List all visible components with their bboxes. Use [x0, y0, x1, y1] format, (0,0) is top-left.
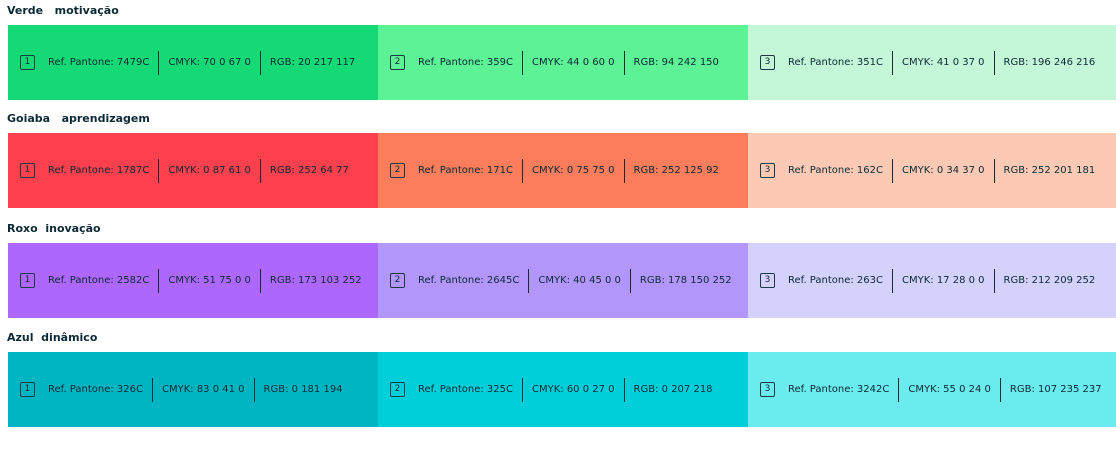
color-swatch: 2 Ref. Pantone: 325C CMYK: 60 0 27 0 RGB: 0…: [378, 352, 748, 427]
pantone-ref: Ref. Pantone: 1787C: [48, 165, 150, 176]
rgb-value: RGB: 212 209 252: [1003, 275, 1096, 286]
divider: [623, 158, 625, 183]
color-swatch: 2 Ref. Pantone: 2645C CMYK: 40 45 0 0 RGB: …: [378, 243, 748, 318]
group-title: Goiaba aprendizagem: [7, 112, 150, 125]
divider: [522, 50, 523, 75]
divider: [522, 377, 523, 402]
divider: [152, 377, 153, 402]
pantone-ref: Ref. Pantone: 7479C: [48, 57, 150, 68]
rgb-value: RGB: 94 242 150: [633, 57, 719, 68]
divider: [999, 377, 1001, 402]
swatch-row: 1 Ref. Pantone: 7479C CMYK: 70 0 67 0 RGB: …: [8, 25, 1116, 100]
pantone-ref: Ref. Pantone: 326C: [48, 384, 143, 395]
divider: [892, 158, 893, 183]
pantone-ref: Ref. Pantone: 351C: [788, 57, 883, 68]
cmyk-value: CMYK: 70 0 67 0: [168, 57, 251, 68]
divider: [993, 158, 995, 183]
color-swatch: 1 Ref. Pantone: 1787C CMYK: 0 87 61 0 RGB: …: [8, 133, 378, 208]
divider: [528, 268, 530, 293]
divider: [993, 268, 995, 293]
pantone-ref: Ref. Pantone: 2645C: [418, 275, 520, 286]
swatch-number: 1: [20, 55, 35, 70]
rgb-value: RGB: 196 246 216: [1003, 57, 1096, 68]
cmyk-value: CMYK: 44 0 60 0: [532, 57, 615, 68]
cmyk-value: CMYK: 17 28 0 0: [902, 275, 985, 286]
divider: [253, 377, 255, 402]
swatch-number: 1: [20, 163, 35, 178]
cmyk-value: CMYK: 40 45 0 0: [538, 275, 621, 286]
divider: [892, 50, 893, 75]
divider: [259, 50, 261, 75]
cmyk-value: CMYK: 83 0 41 0: [162, 384, 245, 395]
cmyk-value: CMYK: 55 0 24 0: [908, 384, 991, 395]
pantone-ref: Ref. Pantone: 263C: [788, 275, 883, 286]
divider: [158, 268, 160, 293]
pantone-ref: Ref. Pantone: 162C: [788, 165, 883, 176]
cmyk-value: CMYK: 41 0 37 0: [902, 57, 985, 68]
rgb-value: RGB: 107 235 237: [1009, 384, 1102, 395]
divider: [259, 268, 261, 293]
swatch-number: 2: [390, 55, 405, 70]
color-swatch: 1 Ref. Pantone: 326C CMYK: 83 0 41 0 RGB: 0…: [8, 352, 378, 427]
pantone-ref: Ref. Pantone: 2582C: [48, 275, 150, 286]
swatch-number: 1: [20, 382, 35, 397]
rgb-value: RGB: 0 207 218: [633, 384, 713, 395]
color-swatch: 3 Ref. Pantone: 3242C CMYK: 55 0 24 0 RGB: …: [748, 352, 1116, 427]
swatch-number: 3: [760, 382, 775, 397]
cmyk-value: CMYK: 51 75 0 0: [168, 275, 251, 286]
swatch-row: 1 Ref. Pantone: 1787C CMYK: 0 87 61 0 RGB: …: [8, 133, 1116, 208]
cmyk-value: CMYK: 0 34 37 0: [902, 165, 985, 176]
swatch-number: 2: [390, 273, 405, 288]
rgb-value: RGB: 173 103 252: [269, 275, 362, 286]
divider: [892, 268, 893, 293]
swatch-row: 1 Ref. Pantone: 326C CMYK: 83 0 41 0 RGB: 0…: [8, 352, 1116, 427]
pantone-ref: Ref. Pantone: 359C: [418, 57, 513, 68]
swatch-number: 3: [760, 163, 775, 178]
swatch-number: 3: [760, 55, 775, 70]
divider: [158, 50, 160, 75]
swatch-number: 1: [20, 273, 35, 288]
color-swatch: 2 Ref. Pantone: 359C CMYK: 44 0 60 0 RGB: 9…: [378, 25, 748, 100]
pantone-ref: Ref. Pantone: 3242C: [788, 384, 890, 395]
divider: [522, 158, 523, 183]
divider: [898, 377, 900, 402]
rgb-value: RGB: 0 181 194: [263, 384, 343, 395]
rgb-value: RGB: 20 217 117: [269, 57, 356, 68]
cmyk-value: CMYK: 60 0 27 0: [532, 384, 615, 395]
divider: [158, 158, 160, 183]
divider: [259, 158, 261, 183]
group-title: Verde motivação: [7, 4, 119, 17]
rgb-value: RGB: 178 150 252: [639, 275, 732, 286]
swatch-row: 1 Ref. Pantone: 2582C CMYK: 51 75 0 0 RGB: …: [8, 243, 1116, 318]
swatch-number: 2: [390, 163, 405, 178]
cmyk-value: CMYK: 0 75 75 0: [532, 165, 615, 176]
color-swatch: 1 Ref. Pantone: 7479C CMYK: 70 0 67 0 RGB: …: [8, 25, 378, 100]
cmyk-value: CMYK: 0 87 61 0: [168, 165, 251, 176]
pantone-ref: Ref. Pantone: 171C: [418, 165, 513, 176]
rgb-value: RGB: 252 125 92: [633, 165, 719, 176]
divider: [993, 50, 995, 75]
swatch-number: 3: [760, 273, 775, 288]
color-swatch: 2 Ref. Pantone: 171C CMYK: 0 75 75 0 RGB: 2…: [378, 133, 748, 208]
group-title: Azul dinâmico: [7, 331, 98, 344]
color-swatch: 3 Ref. Pantone: 162C CMYK: 0 34 37 0 RGB: 2…: [748, 133, 1116, 208]
color-swatch: 3 Ref. Pantone: 263C CMYK: 17 28 0 0 RGB: 2…: [748, 243, 1116, 318]
divider: [623, 377, 625, 402]
divider: [623, 50, 625, 75]
rgb-value: RGB: 252 201 181: [1003, 165, 1096, 176]
swatch-number: 2: [390, 382, 405, 397]
divider: [629, 268, 631, 293]
pantone-ref: Ref. Pantone: 325C: [418, 384, 513, 395]
color-swatch: 3 Ref. Pantone: 351C CMYK: 41 0 37 0 RGB: 1…: [748, 25, 1116, 100]
color-swatch: 1 Ref. Pantone: 2582C CMYK: 51 75 0 0 RGB: …: [8, 243, 378, 318]
rgb-value: RGB: 252 64 77: [269, 165, 349, 176]
group-title: Roxo inovação: [7, 222, 101, 235]
